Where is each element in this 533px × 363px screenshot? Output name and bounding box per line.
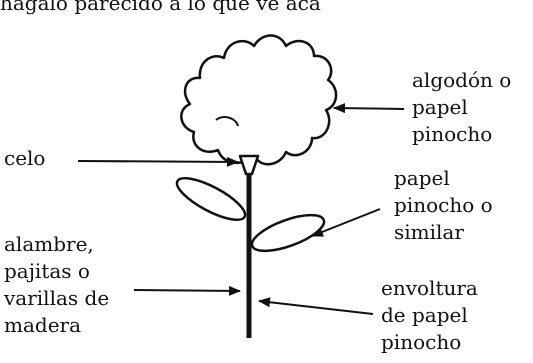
arrow-tape <box>77 156 239 167</box>
leaf-left <box>175 177 247 221</box>
label-stick: alambre, pajitas o varillas de madera <box>4 232 110 337</box>
label-wrap: envoltura de papel pinocho <box>381 276 478 354</box>
tape-cone <box>238 154 260 176</box>
instruction-text: hágalo parecido a lo que ve acá <box>0 0 321 15</box>
arrow-cotton <box>333 103 405 114</box>
arrow-wrap <box>258 297 374 315</box>
arrow-paper <box>311 208 381 237</box>
label-cotton: algodón o papel pinocho <box>412 68 512 146</box>
leaf-right <box>250 213 326 253</box>
label-tape: celo <box>4 146 46 170</box>
arrow-stick <box>133 285 241 296</box>
flower-bloom <box>180 34 338 166</box>
label-paper: papel pinocho o similar <box>394 166 493 244</box>
